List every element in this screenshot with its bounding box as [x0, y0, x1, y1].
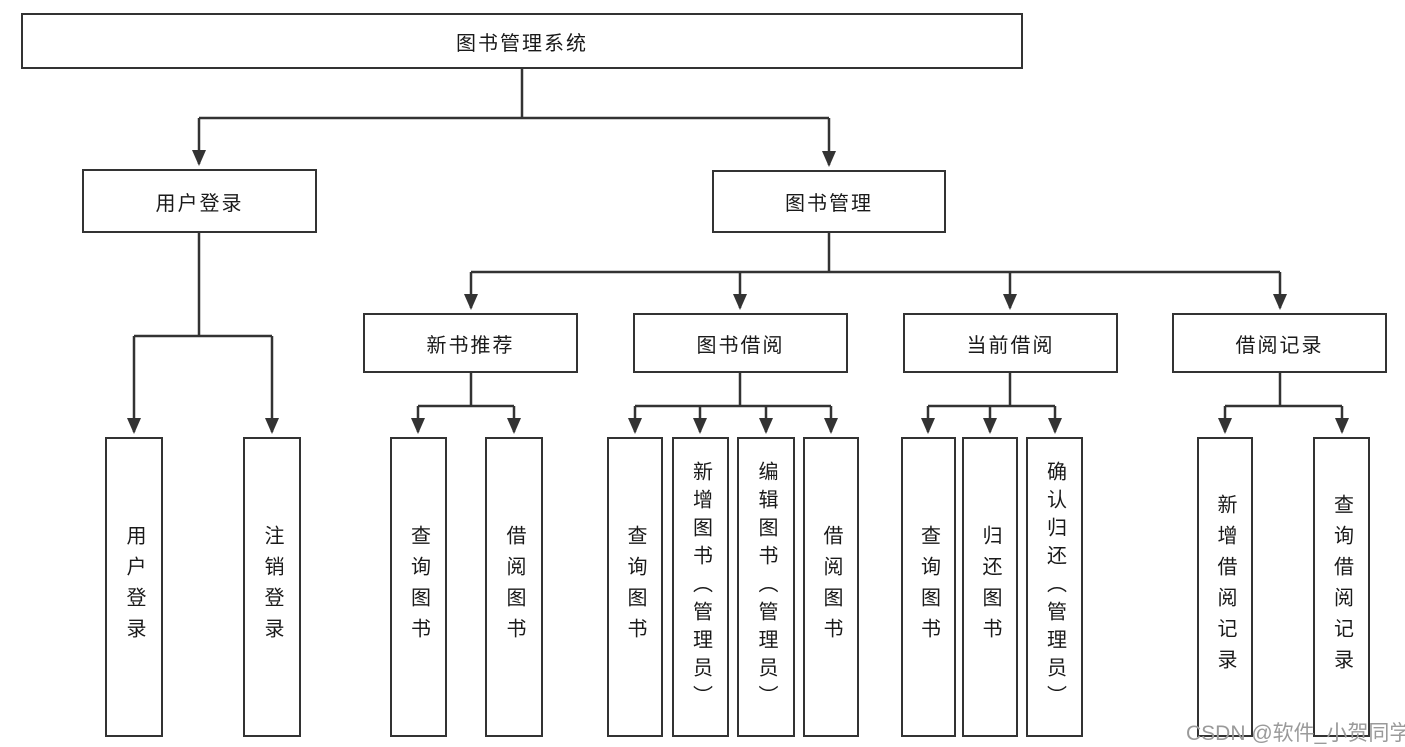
leaf-borrow-books-recommend: 借阅图书 [485, 437, 543, 737]
node-user-login: 用户登录 [82, 169, 317, 233]
leaf-label: 新增图书（管理员） [689, 461, 712, 713]
leaf-label: 新增借阅记录 [1214, 494, 1236, 680]
leaf-label: 用户登录 [123, 525, 145, 649]
leaf-borrow-books: 借阅图书 [803, 437, 859, 737]
node-new-book-recommendation: 新书推荐 [363, 313, 578, 373]
leaf-user-login: 用户登录 [105, 437, 163, 737]
leaf-query-books-recommend: 查询图书 [390, 437, 447, 737]
leaf-label: 查询借阅记录 [1330, 494, 1353, 680]
csdn-watermark: CSDN @软件_小贺同学 [1186, 722, 1405, 745]
leaf-label: 借阅图书 [503, 525, 525, 649]
leaf-label: 借阅图书 [820, 525, 842, 649]
leaf-add-books-admin: 新增图书（管理员） [672, 437, 729, 737]
leaf-label: 编辑图书（管理员） [755, 461, 777, 713]
leaf-add-borrowing-record: 新增借阅记录 [1197, 437, 1253, 737]
leaf-logout: 注销登录 [243, 437, 301, 737]
leaf-return-books: 归还图书 [962, 437, 1018, 737]
leaf-label: 查询图书 [407, 525, 430, 649]
leaf-query-books-current: 查询图书 [901, 437, 956, 737]
node-book-management: 图书管理 [712, 170, 946, 233]
leaf-label: 注销登录 [261, 525, 283, 649]
leaf-query-books-borrowing: 查询图书 [607, 437, 663, 737]
leaf-label: 查询图书 [917, 525, 940, 649]
leaf-label: 查询图书 [624, 525, 646, 649]
leaf-query-borrowing-record: 查询借阅记录 [1313, 437, 1370, 737]
leaf-label: 归还图书 [979, 525, 1001, 649]
leaf-label: 确认归还（管理员） [1043, 461, 1066, 713]
leaf-edit-books-admin: 编辑图书（管理员） [737, 437, 795, 737]
leaf-confirm-return-admin: 确认归还（管理员） [1026, 437, 1083, 737]
node-book-borrowing: 图书借阅 [633, 313, 848, 373]
node-borrowing-records: 借阅记录 [1172, 313, 1387, 373]
node-library-management-system: 图书管理系统 [21, 13, 1023, 69]
node-current-borrowing: 当前借阅 [903, 313, 1118, 373]
